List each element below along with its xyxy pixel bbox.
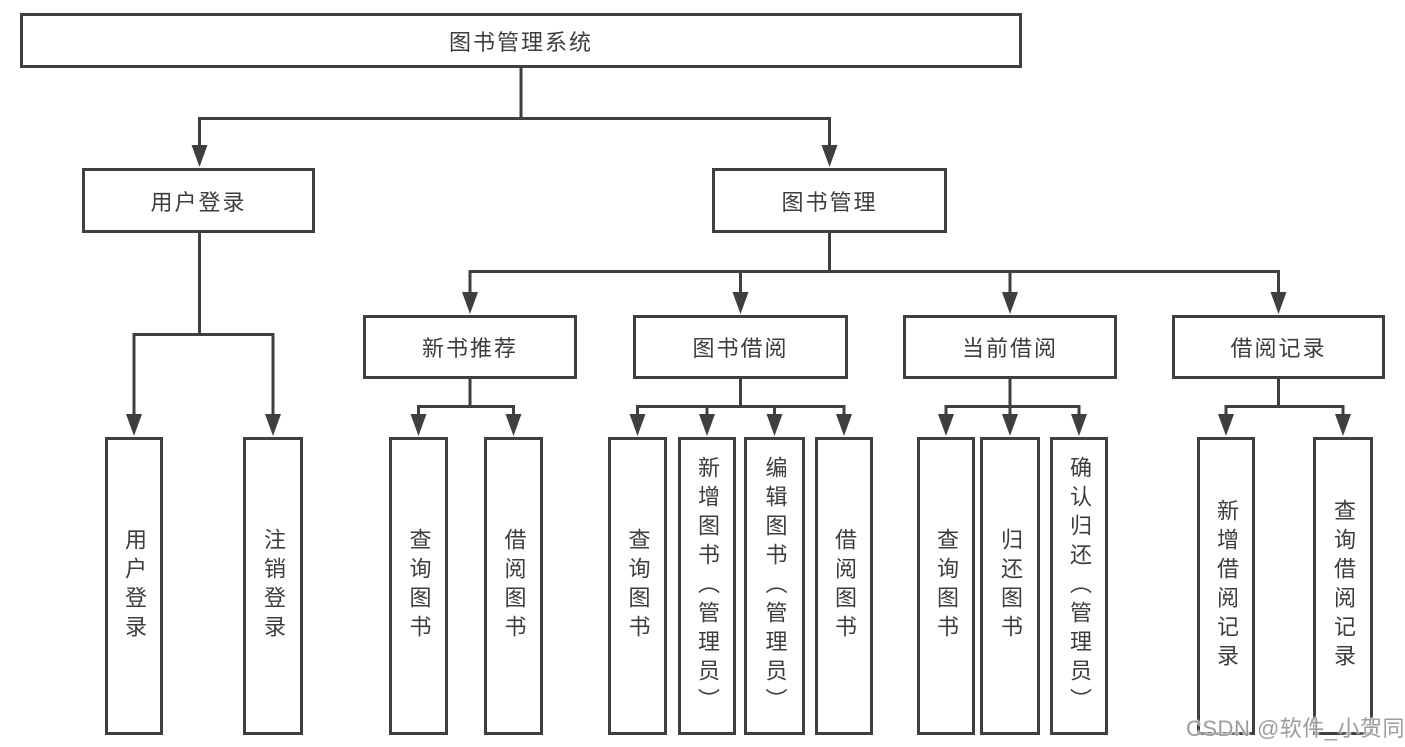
- node-logout: 注销登录: [243, 437, 303, 735]
- node-logout-label: 注销登录: [261, 528, 286, 644]
- node-current-borrow: 当前借阅: [903, 315, 1117, 379]
- node-nb-query-book-label: 查询图书: [406, 528, 432, 644]
- node-cb-confirm-return-admin-label: 确认归还（管理员）: [1067, 455, 1092, 717]
- node-bb-query-book: 查询图书: [608, 437, 667, 735]
- node-current-borrow-label: 当前借阅: [961, 336, 1058, 361]
- node-cb-confirm-return-admin: 确认归还（管理员）: [1050, 437, 1108, 735]
- node-nb-query-book: 查询图书: [389, 437, 448, 735]
- node-root: 图书管理系统: [20, 13, 1022, 68]
- node-cb-return-book: 归还图书: [980, 437, 1040, 735]
- node-nb-borrow-book: 借阅图书: [484, 437, 543, 735]
- node-borrow-record: 借阅记录: [1172, 315, 1385, 379]
- node-br-query-record: 查询借阅记录: [1313, 437, 1373, 735]
- node-book-management-label: 图书管理: [781, 189, 878, 215]
- node-bb-query-book-label: 查询图书: [625, 528, 651, 644]
- node-bb-edit-book-admin-label: 编辑图书（管理员）: [762, 455, 788, 717]
- node-user-login-action-label: 用户登录: [122, 528, 147, 644]
- node-br-add-record-label: 新增借阅记录: [1214, 499, 1239, 673]
- node-borrow-record-label: 借阅记录: [1230, 336, 1327, 361]
- node-cb-query-book-label: 查询图书: [934, 528, 959, 644]
- node-new-book-recommend: 新书推荐: [363, 315, 577, 379]
- node-bb-borrow-book-label: 借阅图书: [832, 528, 857, 644]
- node-book-borrow: 图书借阅: [633, 315, 848, 379]
- node-bb-edit-book-admin: 编辑图书（管理员）: [744, 437, 805, 735]
- node-user-login: 用户登录: [82, 168, 315, 233]
- csdn-watermark: CSDN @软件_小贺同学: [1186, 716, 1405, 741]
- node-cb-return-book-label: 归还图书: [998, 528, 1023, 644]
- node-bb-borrow-book: 借阅图书: [815, 437, 873, 735]
- node-root-label: 图书管理系统: [448, 29, 593, 55]
- node-book-management: 图书管理: [712, 168, 947, 233]
- arrowhead-group: [126, 145, 1351, 436]
- node-user-login-label: 用户登录: [150, 189, 247, 215]
- node-user-login-action: 用户登录: [105, 437, 163, 735]
- node-nb-borrow-book-label: 借阅图书: [501, 528, 527, 644]
- node-cb-query-book: 查询图书: [917, 437, 975, 735]
- node-new-book-recommend-label: 新书推荐: [421, 336, 518, 361]
- node-br-add-record: 新增借阅记录: [1197, 437, 1255, 735]
- node-br-query-record-label: 查询借阅记录: [1331, 499, 1356, 673]
- node-bb-add-book-admin-label: 新增图书（管理员）: [695, 455, 720, 717]
- node-bb-add-book-admin: 新增图书（管理员）: [678, 437, 736, 735]
- node-book-borrow-label: 图书借阅: [692, 336, 789, 361]
